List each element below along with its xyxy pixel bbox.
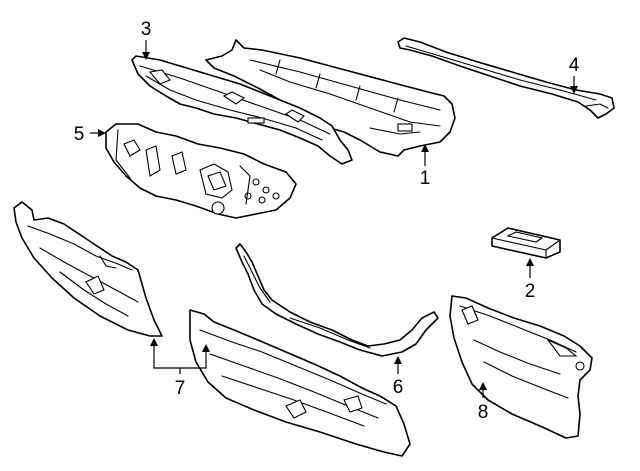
leader-1 [421,144,429,166]
part-1-cowl-panel [205,39,456,157]
callout-7: 7 [175,378,186,399]
leader-6 [394,356,402,374]
part-8-insulator [449,295,593,439]
leader-2 [526,258,534,278]
part-7-insulator-upper [13,201,163,337]
callout-8: 8 [478,402,489,423]
callout-1: 1 [420,168,431,189]
part-5-insulator [105,123,297,219]
callout-3: 3 [141,19,152,40]
leader-5 [90,129,106,137]
callout-4: 4 [569,55,580,76]
leader-3 [142,40,150,60]
part-6-seal [235,243,439,357]
part-3-cowl-front-panel [131,55,353,165]
leader-7 [150,338,210,374]
part-4-seal [397,37,615,119]
callout-2: 2 [525,281,536,302]
callout-6: 6 [393,377,404,398]
part-7-insulator-lower [189,309,411,457]
part-2-pad [491,227,561,259]
callout-5: 5 [74,124,85,145]
leader-8 [479,382,487,398]
leader-4 [570,76,578,94]
